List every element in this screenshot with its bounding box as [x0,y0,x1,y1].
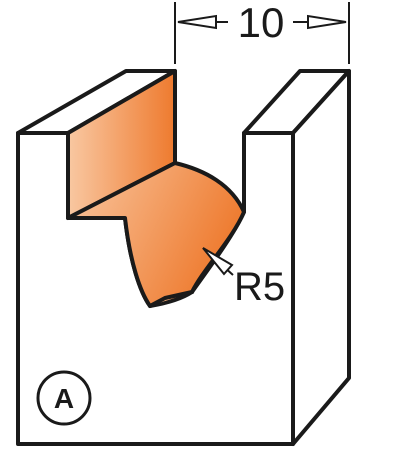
view-marker-circle [36,370,92,426]
radius-front-edge [148,290,194,308]
width-dimension-label: 10 [238,0,285,46]
radius-dimension: R5 [202,247,285,309]
view-marker: A [36,370,92,426]
radius-dimension-label: R5 [234,265,285,309]
width-dimension: 10 [174,0,350,64]
arrowhead-left-icon [177,14,217,30]
radius-arrowhead-icon [202,247,234,276]
arrowhead-right-icon [307,14,347,30]
view-marker-letter: A [54,383,74,414]
workpiece-block [16,69,351,446]
right-side-face [291,69,351,446]
